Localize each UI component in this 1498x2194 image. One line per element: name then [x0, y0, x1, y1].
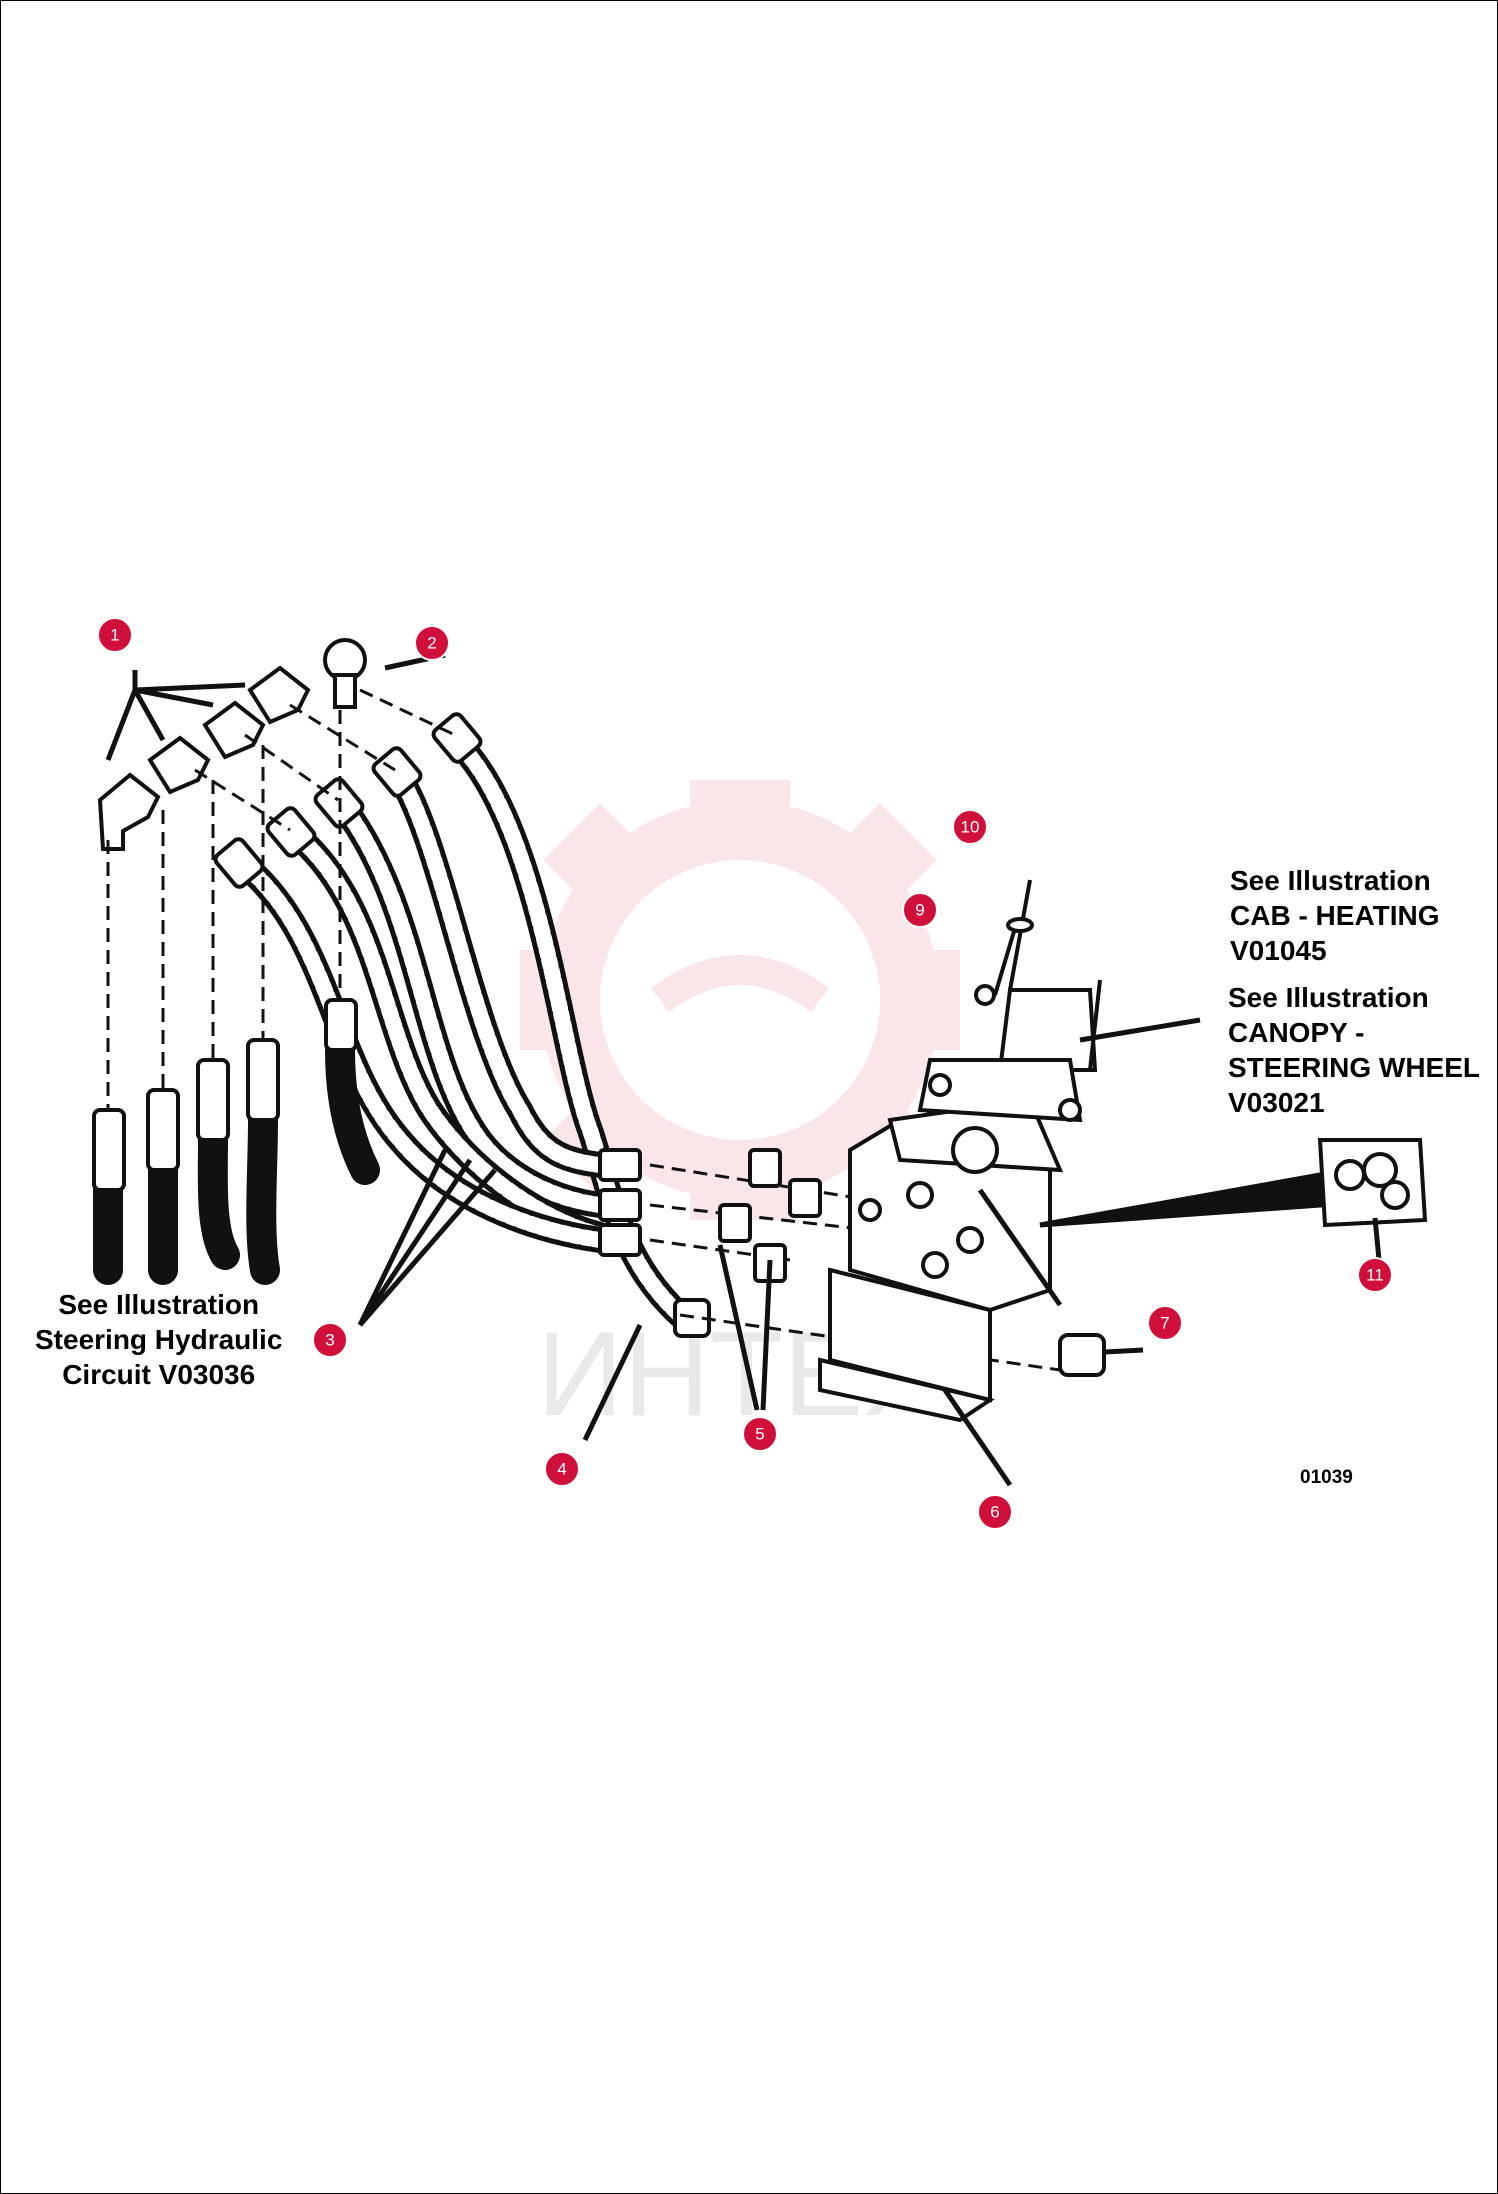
callout-7[interactable]: 7 — [1147, 1305, 1183, 1341]
callout-5[interactable]: 5 — [742, 1416, 778, 1452]
ref-canopy-steering-wheel: See Illustration CANOPY - STEERING WHEEL… — [1228, 982, 1481, 1118]
svg-text:7: 7 — [1160, 1314, 1169, 1333]
ref-cab-heating: See Illustration CAB - HEATING V01045 — [1230, 865, 1440, 966]
bolt-and-washer — [974, 917, 1034, 1006]
callout-9[interactable]: 9 — [902, 892, 938, 928]
callout-3[interactable]: 3 — [312, 1322, 348, 1358]
figure-number: 01039 — [1300, 1467, 1353, 1488]
callout-4[interactable]: 4 — [544, 1451, 580, 1487]
svg-text:2: 2 — [427, 634, 436, 653]
callout-10[interactable]: 10 — [952, 809, 988, 845]
svg-text:4: 4 — [557, 1460, 566, 1479]
steering-column — [917, 879, 1102, 1123]
steering-valve-body — [818, 1097, 1064, 1423]
svg-text:11: 11 — [1366, 1266, 1384, 1285]
svg-text:5: 5 — [755, 1425, 764, 1444]
callout-11[interactable]: 11 — [1357, 1257, 1393, 1293]
ref-steering-hydraulic-circuit: See Illustration Steering Hydraulic Circ… — [35, 1289, 283, 1390]
elbow-fittings — [97, 638, 367, 851]
callout-6[interactable]: 6 — [977, 1494, 1013, 1530]
watermark-gear-logo — [520, 780, 960, 1220]
svg-text:1: 1 — [110, 626, 119, 645]
callout-1[interactable]: 1 — [97, 617, 133, 653]
leader-lines — [105, 652, 1383, 1487]
seal-kit-bag — [1317, 1138, 1428, 1228]
svg-text:6: 6 — [990, 1503, 999, 1522]
svg-text:9: 9 — [915, 901, 924, 920]
svg-text:3: 3 — [325, 1331, 334, 1350]
alignment-lines — [106, 688, 1061, 1372]
svg-text:10: 10 — [961, 818, 980, 837]
callout-2[interactable]: 2 — [414, 625, 450, 661]
